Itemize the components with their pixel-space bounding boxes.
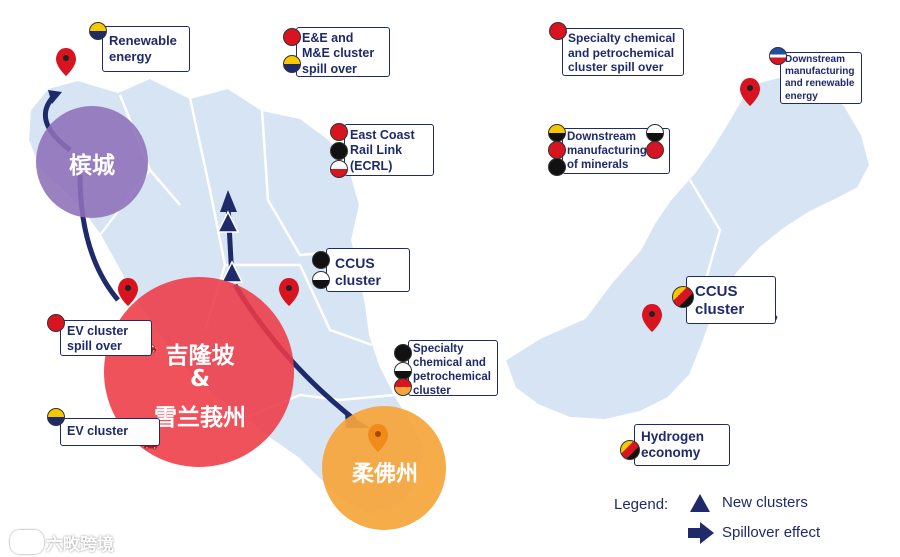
ev-cluster-line1: EV cluster: [67, 424, 129, 438]
downstream-ne-line1: Downstream: [785, 54, 846, 65]
east-malaysia-landmass: [503, 72, 872, 422]
flag-icon: [330, 142, 348, 160]
kl-label-line2: &: [189, 366, 211, 392]
ee-me-line1: E&E and: [302, 31, 354, 45]
ee-me-line2: M&E cluster: [302, 46, 375, 61]
flag-icon: [646, 124, 664, 142]
flag-icon: [548, 124, 566, 142]
kl-label-line3: 雪兰莪州: [154, 405, 246, 431]
flag-icon: [548, 158, 566, 176]
location-pin-icon: [740, 78, 760, 106]
ccus-east-label: CCUS cluster: [686, 276, 776, 324]
flag-icon: [89, 22, 107, 40]
ee-me-line3: spill over: [302, 61, 357, 76]
legend-title: Legend:: [614, 496, 669, 513]
specialty-top-line1: Specialty chemical: [568, 31, 676, 45]
specialty-top-line2: and petrochemical: [568, 45, 675, 60]
flag-icon: [330, 160, 348, 178]
hydrogen-line1: Hydrogen: [641, 429, 705, 444]
renewable-line1: Renewable: [109, 33, 177, 48]
flag-icon: [330, 123, 348, 141]
flag-icon: [548, 141, 566, 159]
ccus-west-line1: CCUS: [335, 255, 375, 271]
ccus-west-line2: cluster: [335, 272, 381, 289]
flag-icon: [283, 55, 301, 73]
specialty-chemical-top-label: Specialty chemical and petrochemical clu…: [562, 28, 684, 76]
location-pin-icon: [279, 278, 299, 306]
downstream-renewable-label: Downstream manufacturing and renewable e…: [780, 52, 862, 104]
location-pin-icon: [56, 48, 76, 76]
legend-spillover: Spillover effect: [722, 524, 821, 541]
location-pin-icon: [368, 424, 388, 452]
penang-circle: [36, 106, 148, 218]
specialty-top-line3: cluster spill over: [568, 60, 664, 75]
ccus-west-label: CCUS cluster: [326, 248, 410, 292]
flag-icon: [769, 47, 787, 65]
location-pin-icon: [118, 278, 138, 306]
renewable-energy-label: Renewable energy: [102, 26, 190, 72]
renewable-line2: energy: [109, 48, 152, 64]
legend-triangle-icon: [690, 494, 710, 512]
triangle-marker-icon: [220, 260, 244, 283]
flag-icon: [312, 251, 330, 269]
johor-circle: [322, 406, 446, 530]
hydrogen-economy-label: Hydrogen economy: [634, 424, 730, 466]
legend-arrow-icon: [688, 522, 714, 544]
flag-icon: [646, 141, 664, 159]
downstream-ne-line3: and renewable: [785, 78, 855, 90]
legend-new-clusters: New clusters: [722, 494, 808, 511]
ecrl-line3: (ECRL): [350, 158, 393, 173]
specialty-mid-line1: Specialty: [413, 343, 464, 355]
downstream-ne-line4: energy: [785, 90, 818, 102]
ev-spill-line1: EV cluster: [67, 324, 129, 338]
flag-icon: [283, 28, 301, 46]
downstream-min-line2: manufacturing: [567, 145, 647, 158]
location-pin-icon: [642, 304, 662, 332]
flag-icon: [620, 440, 640, 460]
downstream-min-line1: Downstream: [567, 131, 637, 143]
watermark: 六畋跨境: [46, 535, 114, 555]
flag-icon: [394, 378, 412, 396]
ee-me-spill-label: E&E and M&E cluster spill over: [296, 27, 390, 77]
ccus-east-line2: cluster: [695, 301, 745, 319]
watermark-logo-icon: [10, 530, 44, 554]
ecrl-line2: Rail Link: [350, 143, 403, 158]
kl-label-line1: 吉隆坡: [165, 343, 235, 369]
flag-icon: [47, 314, 65, 332]
downstream-ne-line2: manufacturing: [785, 66, 855, 78]
downstream-min-line3: of minerals: [567, 159, 629, 172]
ev-spill-label: EV cluster spill over: [60, 320, 152, 356]
ecrl-label: East Coast Rail Link (ECRL): [344, 124, 434, 176]
ev-cluster-label: EV cluster: [60, 418, 160, 446]
johor-label: 柔佛州: [351, 462, 418, 487]
ccus-east-line1: CCUS: [695, 283, 738, 300]
flag-icon: [672, 286, 694, 308]
triangle-marker-icon: [216, 210, 240, 233]
flag-icon: [549, 22, 567, 40]
ecrl-line1: East Coast: [350, 128, 415, 142]
specialty-chemical-mid-label: Specialty chemical and petrochemical clu…: [408, 340, 498, 398]
flag-icon: [47, 408, 65, 426]
specialty-mid-line4: cluster: [413, 385, 451, 398]
specialty-mid-line3: petrochemical: [413, 371, 491, 384]
flag-icon: [394, 344, 412, 362]
ev-spill-line2: spill over: [67, 339, 122, 354]
hydrogen-line2: economy: [641, 445, 701, 461]
specialty-mid-line2: chemical and: [413, 357, 486, 370]
flag-icon: [312, 271, 330, 289]
penang-label: 槟城: [69, 153, 115, 179]
